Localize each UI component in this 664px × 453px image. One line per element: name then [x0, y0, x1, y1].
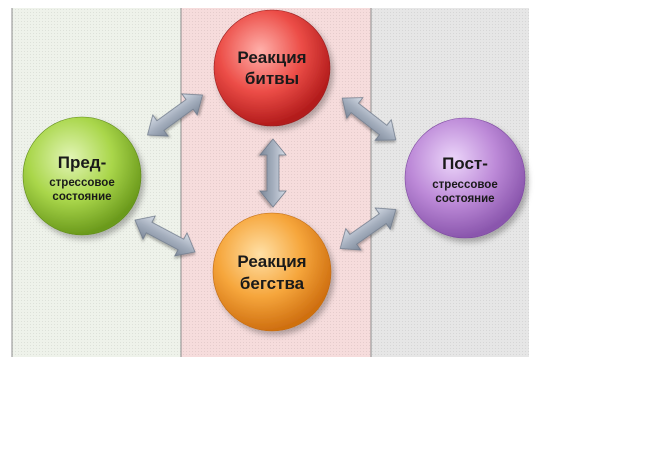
node-pre-line3: состояние — [52, 191, 111, 203]
node-flight-reaction: Реакция бегства — [212, 212, 332, 332]
node-post-line2: стрессовое — [432, 179, 497, 191]
node-post-title: Пост- — [442, 154, 488, 173]
node-fight-reaction: Реакция битвы — [213, 9, 331, 127]
node-fight-line1: Реакция — [237, 48, 306, 67]
node-fight-line2: битвы — [245, 69, 299, 88]
node-flight-line2: бегства — [240, 274, 305, 293]
node-pre-line2: стрессовое — [49, 177, 114, 189]
node-flight-line1: Реакция — [237, 252, 306, 271]
node-post-stress: Пост- стрессовое состояние — [404, 117, 526, 239]
node-pre-stress: Пред- стрессовое состояние — [22, 116, 142, 236]
node-post-line3: состояние — [435, 193, 494, 205]
node-pre-title: Пред- — [58, 153, 107, 172]
